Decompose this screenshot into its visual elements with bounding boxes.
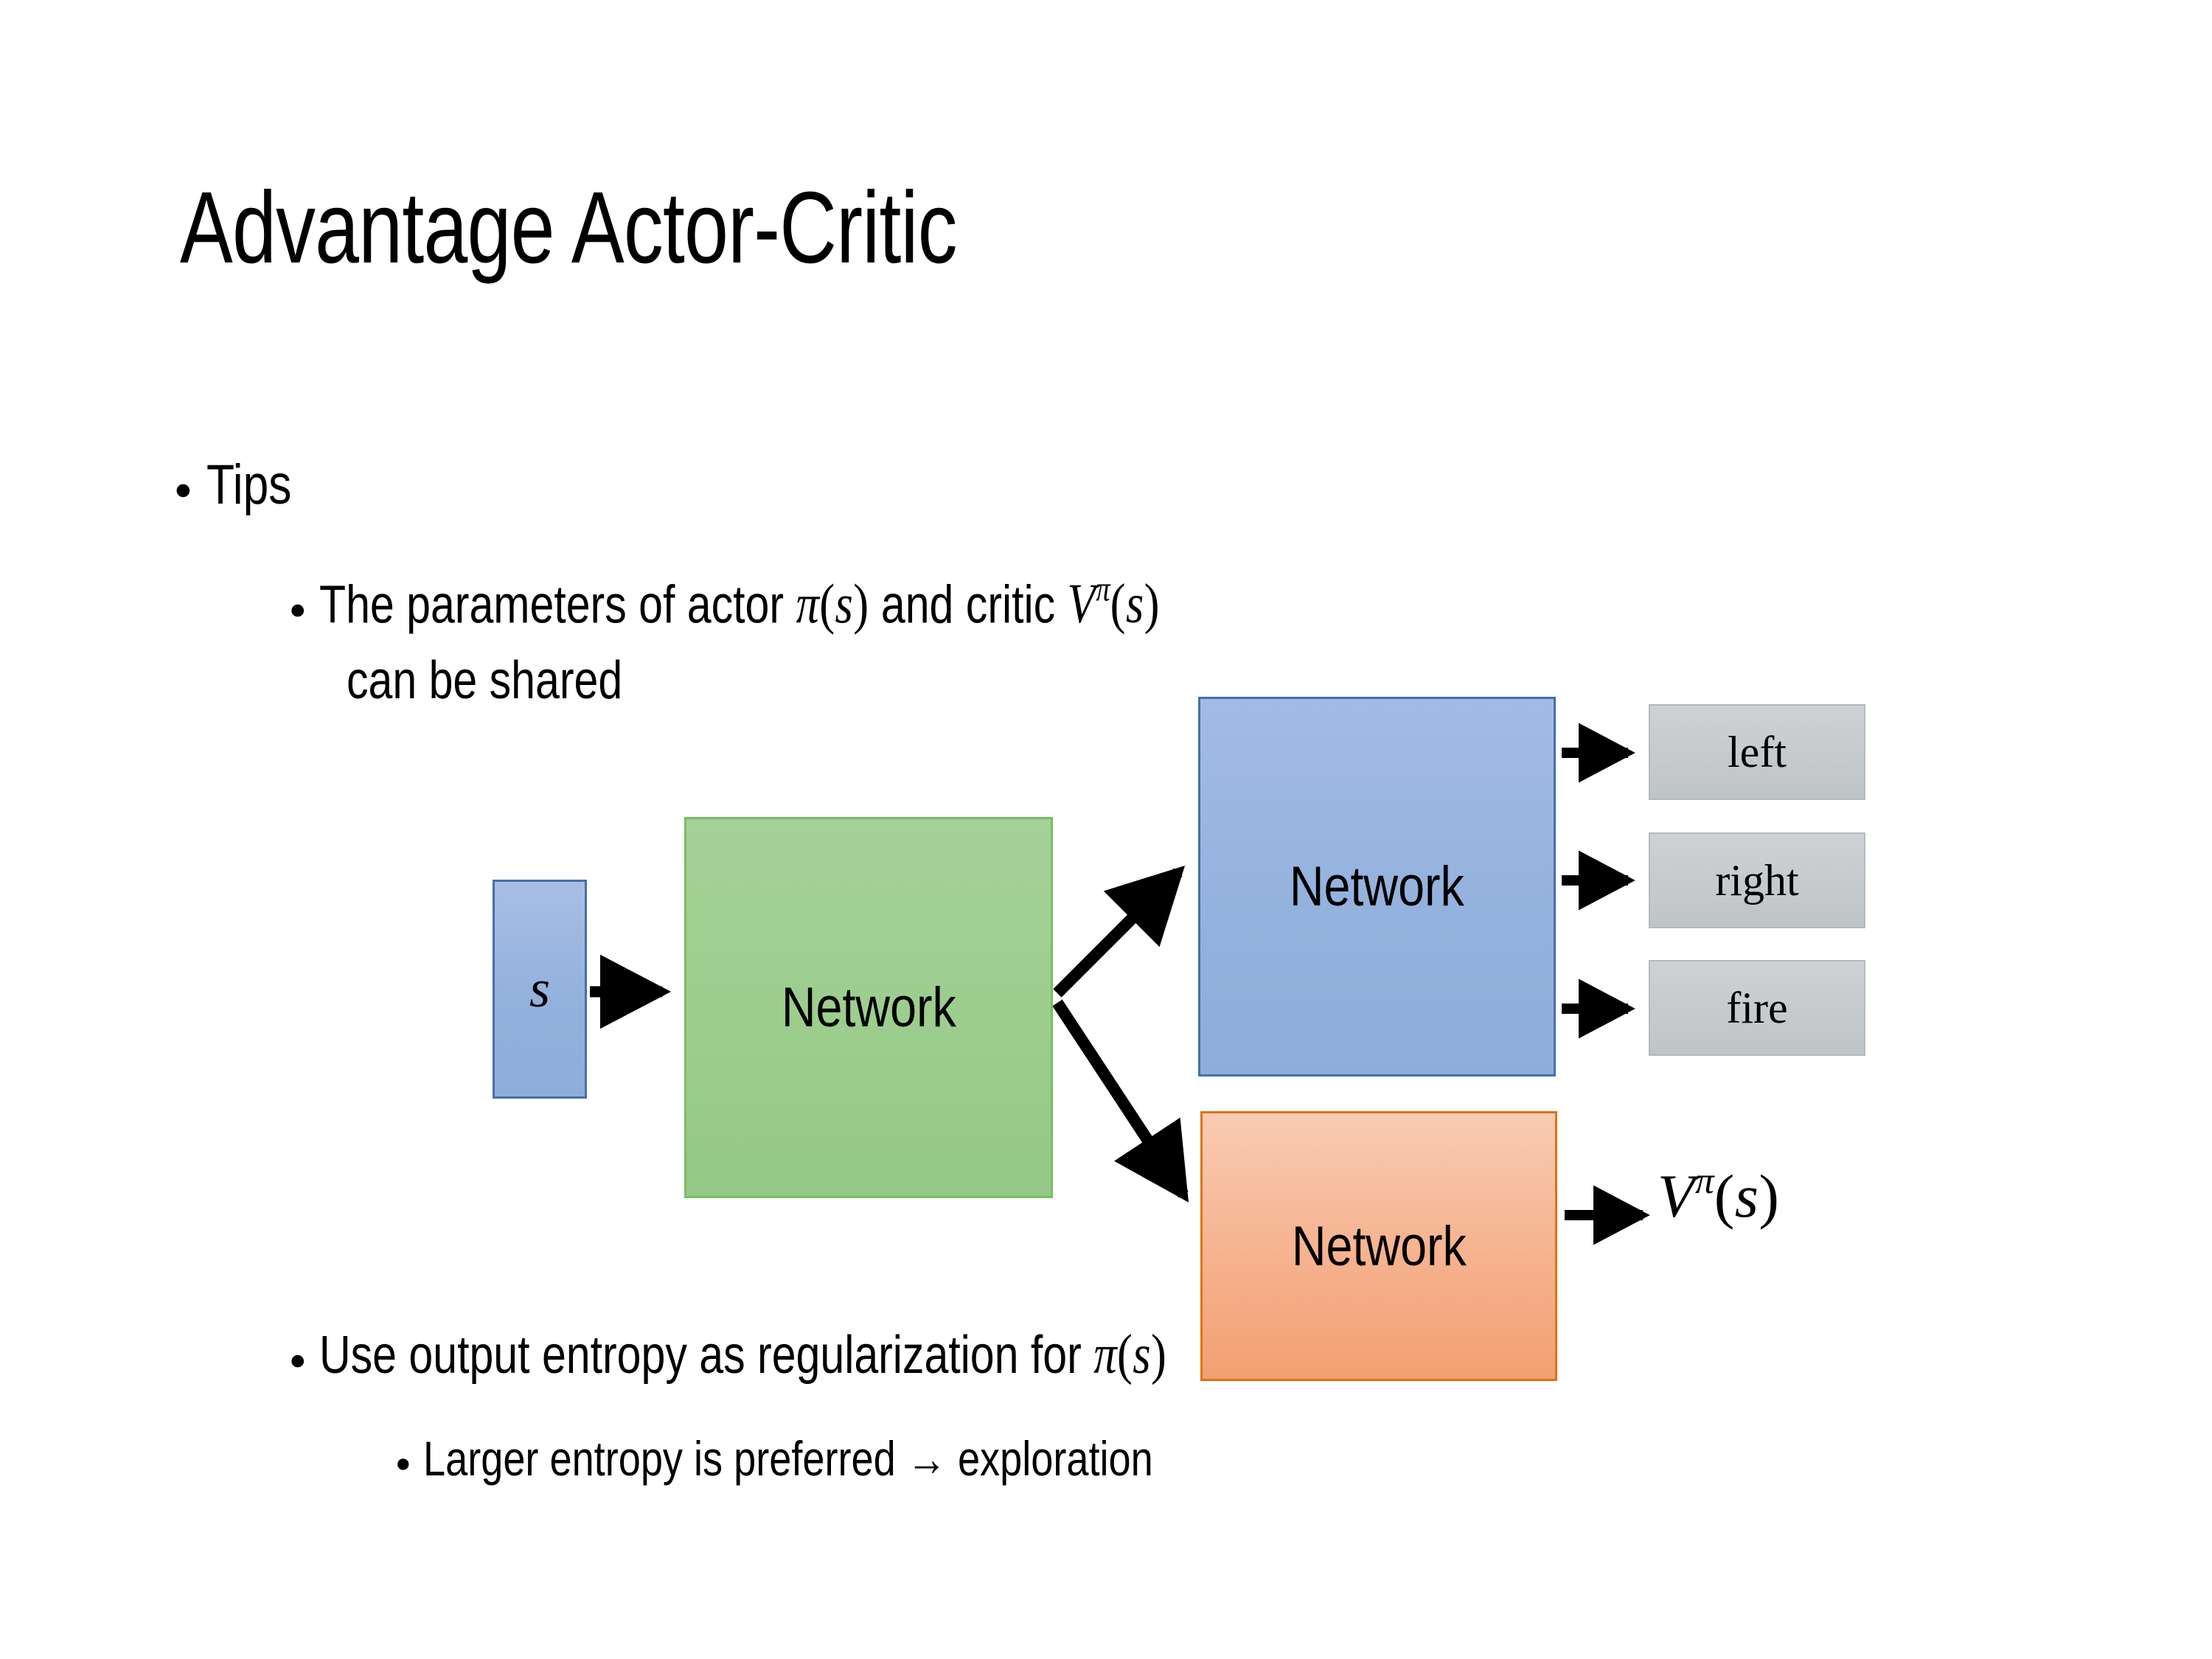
math-pi-glyph: π	[1093, 1323, 1118, 1385]
math-lparen-glyph: (	[1714, 1161, 1735, 1230]
math-critic-v-pi-of-s: Vπ(s)	[1067, 571, 1161, 636]
math-lparen-glyph: (	[819, 572, 835, 636]
math-actor-pi-of-s: π(s)	[796, 572, 869, 635]
action-output-fire: fire	[1649, 960, 1865, 1056]
bullet-dot-icon: ●	[289, 1343, 307, 1376]
math-v-glyph: V	[1067, 572, 1096, 636]
math-pi-glyph: π	[796, 572, 820, 636]
bullet-parameters-line2: can be shared	[347, 649, 683, 714]
bullet-tips-label: Tips	[206, 453, 292, 516]
action-output-left: left	[1649, 704, 1865, 800]
math-rparen-glyph: )	[1144, 572, 1161, 636]
math-rparen-glyph: )	[853, 572, 869, 636]
state-input-box: s	[493, 880, 587, 1099]
actor-network-label: Network	[1290, 855, 1464, 918]
critic-value-output-label: Vπ(s)	[1658, 1159, 1779, 1231]
shared-network-box: Network	[684, 817, 1053, 1198]
bullet-dot-icon: ●	[174, 472, 192, 507]
math-v-glyph: V	[1658, 1161, 1695, 1230]
actor-network-box: Network	[1198, 697, 1556, 1077]
arrow-shared-to-critic-network	[1052, 999, 1189, 1203]
bullet-dot-icon: ●	[289, 593, 307, 625]
bullet-parameters-middle: and critic	[869, 575, 1068, 635]
action-output-right: right	[1649, 832, 1865, 928]
bullet-entropy-regularization: ● Use output entropy as regularization fo…	[289, 1320, 1353, 1388]
arrow-shared-to-actor-network	[1053, 865, 1186, 998]
action-output-right-label: right	[1715, 855, 1799, 905]
action-output-fire-label: fire	[1726, 983, 1788, 1032]
bullet-parameters-prefix: The parameters of actor	[319, 575, 796, 635]
math-s-glyph: s	[1133, 1323, 1152, 1385]
math-rparen-glyph: )	[1151, 1323, 1167, 1385]
critic-network-box: Network	[1200, 1111, 1557, 1381]
state-input-label: s	[529, 959, 551, 1018]
bullet-larger-entropy-label: Larger entropy is preferred → exploratio…	[422, 1431, 1153, 1486]
math-critic-value-v-pi-of-s: Vπ(s)	[1658, 1160, 1780, 1230]
action-output-left-label: left	[1728, 727, 1787, 776]
math-lparen-glyph: (	[1117, 1323, 1133, 1385]
bullet-parameters-line2-label: can be shared	[347, 651, 623, 710]
bullet-entropy-prefix: Use output entropy as regularization for	[319, 1326, 1094, 1385]
bullet-parameters-text: The parameters of actor π(s) and critic …	[319, 569, 1160, 638]
bullet-larger-entropy: ● Larger entropy is preferred → explorati…	[395, 1429, 1313, 1489]
bullet-parameters-shared: ●The parameters of actor π(s) and critic…	[289, 569, 1344, 638]
math-s-glyph: s	[835, 572, 854, 636]
shared-network-label: Network	[781, 976, 956, 1039]
bullet-entropy-text: Use output entropy as regularization for…	[319, 1320, 1166, 1388]
math-s-glyph: s	[1734, 1161, 1759, 1230]
math-rparen-glyph: )	[1759, 1161, 1780, 1230]
math-pi-superscript-glyph: π	[1695, 1160, 1714, 1202]
math-pi-superscript-glyph: π	[1096, 571, 1110, 609]
math-s-glyph: s	[1126, 572, 1145, 636]
critic-network-label: Network	[1291, 1214, 1467, 1278]
math-lparen-glyph: (	[1110, 572, 1127, 636]
math-policy-pi-of-s: π(s)	[1094, 1323, 1167, 1385]
page-title: Advantage Actor-Critic	[180, 171, 958, 285]
bullet-dot-icon: ●	[395, 1448, 411, 1478]
bullet-tips: ● Tips	[174, 451, 310, 520]
